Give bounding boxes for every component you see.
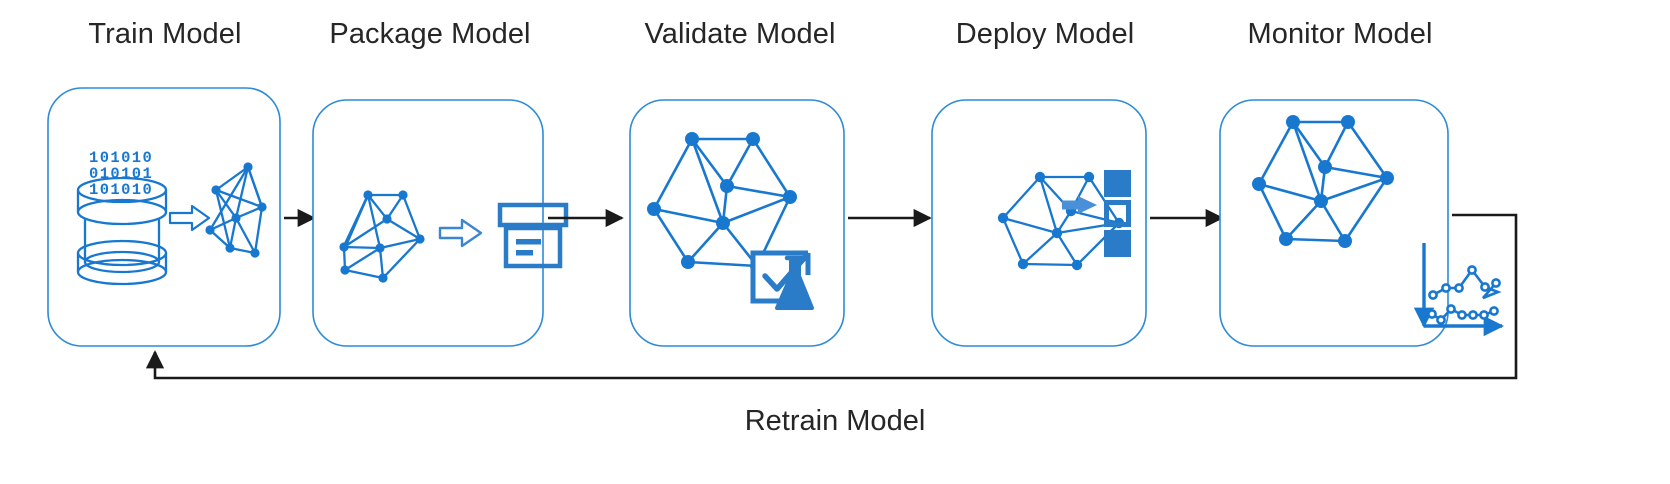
card-deploy-model[interactable] (931, 99, 1147, 347)
solid-arrow-icon (1062, 196, 1097, 214)
line-chart-icon (1413, 243, 1505, 337)
card-train-model[interactable]: 101010 010101 101010 (47, 87, 281, 347)
svg-text:101010: 101010 (89, 149, 153, 167)
card-monitor-model[interactable] (1219, 99, 1505, 347)
outlined-arrow-icon (438, 218, 483, 248)
retrain-model-label: Retrain Model (744, 405, 926, 437)
neural-network-graph-icon (339, 190, 425, 283)
card-validate-model[interactable] (629, 99, 845, 347)
database-cylinder-icon (76, 176, 168, 286)
step-title-package-model: Package Model (329, 18, 531, 50)
step-title-monitor-model: Monitor Model (1247, 18, 1433, 50)
retrain-feedback-loop (145, 213, 1518, 380)
neural-network-graph-icon (205, 162, 267, 258)
server-stack-icon (1104, 170, 1131, 257)
card-border-deploy-model (931, 99, 1147, 347)
step-title-validate-model: Validate Model (644, 18, 836, 50)
card-package-model[interactable] (312, 99, 569, 347)
step-title-train-model: Train Model (88, 18, 242, 50)
neural-network-graph-icon (1252, 115, 1394, 248)
binary-digits-icon: 101010 010101 101010 (89, 149, 153, 199)
flask-icon (775, 255, 814, 310)
chart-series-upper (1428, 265, 1502, 300)
step-title-deploy-model: Deploy Model (955, 18, 1135, 50)
package-box-icon (497, 202, 569, 269)
chart-series-lower (1427, 304, 1499, 325)
outlined-arrow-icon (168, 204, 211, 232)
svg-text:101010: 101010 (89, 181, 153, 199)
